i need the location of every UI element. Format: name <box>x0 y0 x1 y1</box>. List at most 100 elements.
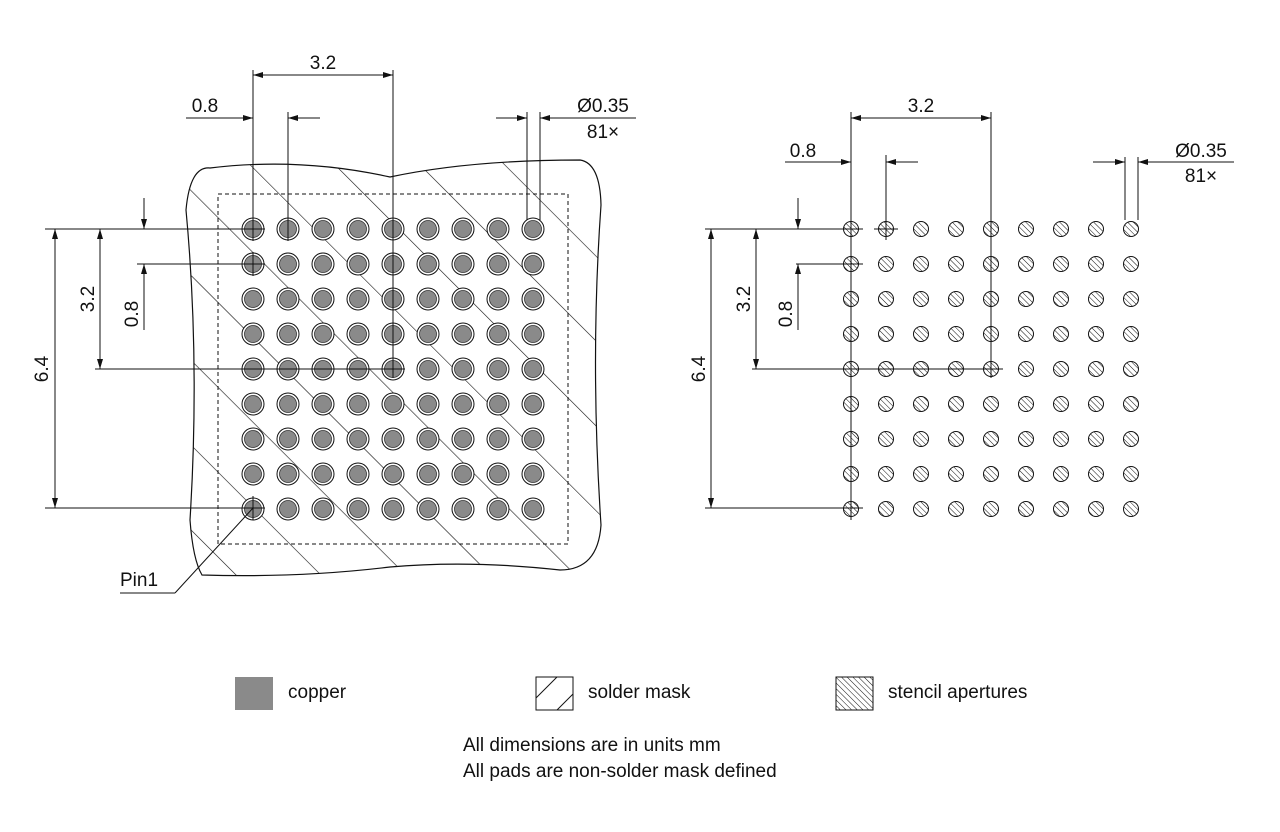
pin1-callout: Pin1 <box>120 507 254 594</box>
copper-pad <box>314 430 332 448</box>
copper-pad <box>384 500 402 518</box>
copper-pad <box>454 395 472 413</box>
left-dim-top-3.2: 3.2 <box>253 53 393 78</box>
stencil-aperture <box>1088 256 1104 272</box>
stencil-aperture <box>1123 396 1139 412</box>
copper-pad <box>419 255 437 273</box>
stencil-aperture <box>948 431 964 447</box>
copper-pad-grid <box>241 217 545 521</box>
stencil-aperture <box>1018 256 1034 272</box>
stencil-aperture <box>948 466 964 482</box>
left-dim-diameter: Ø0.35 81× <box>496 96 636 143</box>
copper-pad <box>489 255 507 273</box>
copper-pad <box>384 430 402 448</box>
stencil-aperture <box>1053 326 1069 342</box>
stencil-aperture <box>913 431 929 447</box>
stencil-aperture <box>1053 256 1069 272</box>
stencil-aperture <box>913 396 929 412</box>
left-dim-top-3.2-label: 3.2 <box>310 53 336 74</box>
copper-pad <box>244 465 262 483</box>
stencil-aperture <box>948 501 964 517</box>
notes: All dimensions are in units mm All pads … <box>463 733 777 785</box>
stencil-aperture <box>1088 326 1104 342</box>
copper-pad <box>349 290 367 308</box>
legend-copper: copper <box>235 677 347 710</box>
stencil-aperture <box>913 291 929 307</box>
copper-pad <box>349 325 367 343</box>
stencil-aperture <box>1088 221 1104 237</box>
stencil-aperture <box>1088 431 1104 447</box>
stencil-aperture <box>1123 501 1139 517</box>
stencil-aperture <box>878 326 894 342</box>
copper-pad <box>279 430 297 448</box>
copper-pad <box>419 465 437 483</box>
copper-pad <box>489 430 507 448</box>
copper-pad <box>524 465 542 483</box>
copper-pad <box>524 290 542 308</box>
right-dim-top-3.2: 3.2 <box>851 96 991 121</box>
copper-pad <box>349 255 367 273</box>
right-dim-side-6.4: 6.4 <box>689 229 714 508</box>
stencil-aperture <box>1088 396 1104 412</box>
copper-pad <box>244 290 262 308</box>
copper-pad <box>244 325 262 343</box>
stencil-aperture <box>913 256 929 272</box>
copper-pad <box>314 465 332 483</box>
right-dim-side-0.8: 0.8 <box>776 198 801 330</box>
right-dim-top-3.2-label: 3.2 <box>908 96 934 117</box>
stencil-aperture <box>1053 466 1069 482</box>
stencil-aperture <box>1123 256 1139 272</box>
copper-pad <box>419 290 437 308</box>
stencil-aperture <box>1088 466 1104 482</box>
stencil-aperture <box>983 501 999 517</box>
stencil-aperture <box>1123 466 1139 482</box>
right-dim-side-6.4-label: 6.4 <box>689 355 710 382</box>
copper-pad <box>489 325 507 343</box>
stencil-aperture <box>1018 501 1034 517</box>
left-dim-side-0.8: 0.8 <box>122 198 147 330</box>
copper-pad <box>384 395 402 413</box>
stencil-aperture <box>983 466 999 482</box>
stencil-aperture <box>1053 396 1069 412</box>
copper-pad <box>489 395 507 413</box>
copper-pad <box>454 220 472 238</box>
copper-pad <box>489 290 507 308</box>
left-dim-top-0.8: 0.8 <box>186 96 320 121</box>
copper-pad <box>279 465 297 483</box>
copper-pad <box>279 290 297 308</box>
stencil-aperture <box>1123 361 1139 377</box>
copper-pad <box>314 290 332 308</box>
left-view: 3.2 0.8 Ø0.35 81× 6.4 3.2 <box>32 53 636 594</box>
stencil-aperture <box>948 256 964 272</box>
stencil-aperture <box>1123 221 1139 237</box>
copper-pad <box>454 290 472 308</box>
copper-pad <box>349 465 367 483</box>
right-dim-diameter: Ø0.35 81× <box>1093 141 1234 187</box>
stencil-aperture <box>948 291 964 307</box>
right-dim-top-0.8-label: 0.8 <box>790 141 816 162</box>
left-dim-side-0.8-label: 0.8 <box>122 301 143 327</box>
stencil-aperture <box>1088 291 1104 307</box>
copper-pad <box>489 500 507 518</box>
copper-pad <box>244 430 262 448</box>
stencil-aperture <box>878 466 894 482</box>
copper-pad <box>314 220 332 238</box>
copper-pad <box>524 255 542 273</box>
legend-copper-swatch <box>235 677 273 710</box>
stencil-aperture <box>1018 326 1034 342</box>
right-pad-diameter-label: Ø0.35 <box>1175 141 1227 162</box>
stencil-aperture <box>983 431 999 447</box>
stencil-aperture <box>1123 431 1139 447</box>
right-pad-count-label: 81× <box>1185 166 1217 187</box>
copper-pad <box>524 325 542 343</box>
copper-pad <box>349 395 367 413</box>
legend: copper solder mask stencil apertures <box>235 676 1027 711</box>
stencil-aperture <box>913 501 929 517</box>
stencil-aperture <box>1018 361 1034 377</box>
copper-pad <box>279 500 297 518</box>
stencil-aperture <box>948 396 964 412</box>
stencil-aperture <box>878 291 894 307</box>
copper-pad <box>419 360 437 378</box>
copper-pad <box>419 500 437 518</box>
right-centerlines <box>705 112 1139 520</box>
